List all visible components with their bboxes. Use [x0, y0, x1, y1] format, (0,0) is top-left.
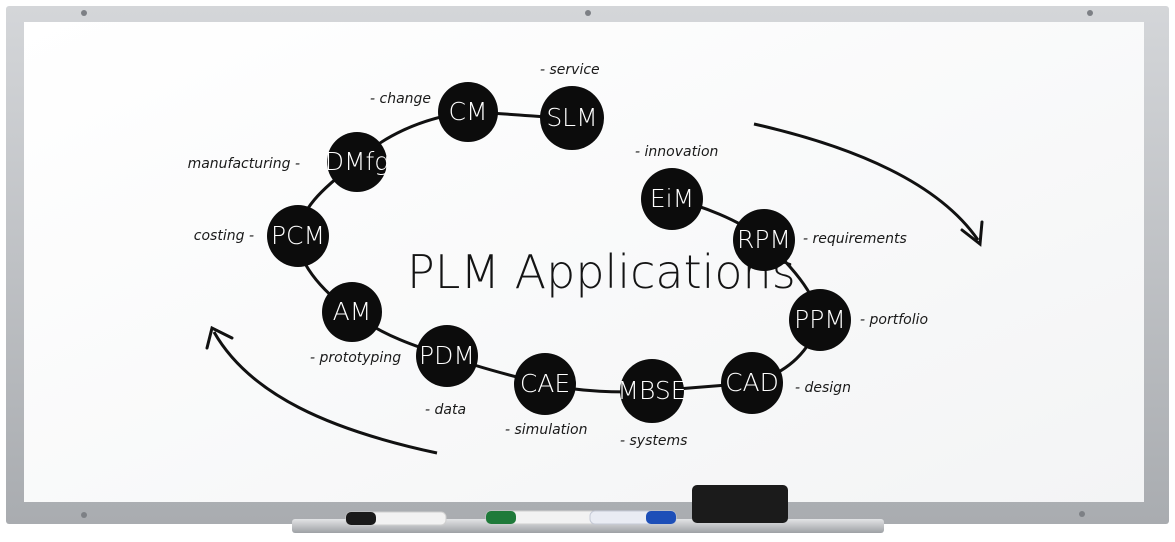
note-cm: - change	[370, 91, 431, 107]
black-marker[interactable]	[345, 511, 447, 526]
flow-arrow-left-head	[205, 325, 234, 350]
node-mbse: MBSE	[617, 359, 687, 423]
flow-arrow-left	[212, 331, 438, 455]
flow-arrow-right-head	[960, 220, 984, 247]
note-pdm: - data	[425, 402, 466, 418]
node-circle	[416, 325, 478, 387]
node-label: EiM	[650, 184, 694, 213]
node-circle	[620, 359, 684, 423]
screw	[1087, 10, 1093, 16]
node-circle	[641, 168, 703, 230]
note-dmfg: manufacturing -	[188, 156, 300, 172]
screw	[81, 512, 87, 518]
screw	[81, 10, 87, 16]
note-slm: - service	[540, 62, 600, 78]
node-cm: CM	[438, 82, 498, 142]
node-label: AM	[333, 297, 372, 326]
note-ppm: - portfolio	[860, 312, 928, 328]
note-eim: - innovation	[635, 144, 718, 160]
node-circle	[438, 82, 498, 142]
node-cad: CAD	[721, 352, 783, 414]
diagram-title: PLM Applications	[407, 245, 796, 299]
node-label: CM	[448, 97, 487, 126]
notes-layer: - change - service manufacturing - costing …	[188, 62, 928, 449]
note-am: - prototyping	[310, 350, 401, 366]
node-ppm: PPM	[789, 289, 851, 351]
note-mbse: - systems	[620, 433, 687, 449]
node-pcm: PCM	[267, 205, 329, 267]
node-pdm: PDM	[416, 325, 478, 387]
eraser[interactable]	[692, 485, 788, 523]
node-rpm: RPM	[733, 209, 795, 271]
node-am: AM	[322, 282, 382, 342]
node-circle	[514, 353, 576, 415]
node-eim: EiM	[641, 168, 703, 230]
node-circle	[540, 86, 604, 150]
node-label: MBSE	[617, 376, 686, 405]
node-dmfg: DMfg	[325, 132, 390, 192]
node-label: SLM	[546, 103, 597, 132]
node-label: PPM	[794, 305, 846, 334]
note-rpm: - requirements	[803, 231, 907, 247]
note-pcm: costing -	[194, 228, 254, 244]
note-cad: - design	[795, 380, 851, 396]
node-circle	[733, 209, 795, 271]
node-label: PCM	[271, 221, 325, 250]
node-label: PDM	[419, 341, 475, 370]
node-circle	[721, 352, 783, 414]
screw	[585, 10, 591, 16]
node-slm: SLM	[540, 86, 604, 150]
node-label: DMfg	[325, 147, 390, 176]
node-label: CAD	[725, 368, 779, 397]
note-cae: - simulation	[505, 422, 587, 438]
node-label: RPM	[737, 225, 791, 254]
green-marker[interactable]	[485, 510, 597, 525]
node-circle	[789, 289, 851, 351]
node-label: CAE	[520, 369, 570, 398]
node-circle	[322, 282, 382, 342]
flow-arrow-right	[753, 122, 980, 241]
node-cae: CAE	[514, 353, 576, 415]
node-circle	[267, 205, 329, 267]
node-circle	[327, 132, 387, 192]
blue-marker[interactable]	[589, 510, 677, 525]
screw	[1079, 511, 1085, 517]
